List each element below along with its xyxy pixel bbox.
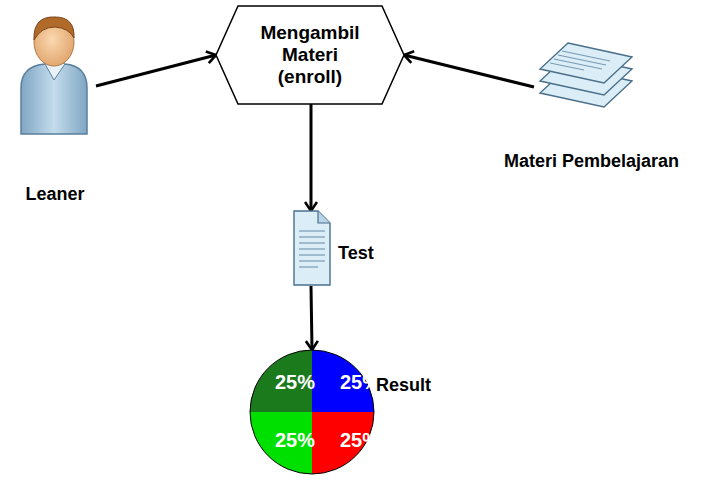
arrow-connector xyxy=(96,55,216,86)
actor-node: Leaner xyxy=(10,8,100,208)
person-icon xyxy=(15,8,95,138)
actor-label: Leaner xyxy=(10,184,100,205)
percent-label: 25% xyxy=(265,371,325,394)
arrow-connector xyxy=(404,55,534,87)
test-node: Test xyxy=(280,205,390,295)
document-icon xyxy=(290,205,340,295)
arrow-connector xyxy=(311,286,312,350)
arrow-connector xyxy=(310,104,313,211)
process-hexagon: Mengambil Materi (enroll) xyxy=(215,5,405,105)
result-label: Result xyxy=(376,375,448,396)
material-node: Materi Pembelajaran xyxy=(470,25,713,175)
test-label: Test xyxy=(338,243,390,264)
result-pie: 25%25%25%25%Result xyxy=(240,345,450,480)
percent-label: 25% xyxy=(330,429,390,452)
material-label: Materi Pembelajaran xyxy=(470,151,713,172)
pie-chart xyxy=(240,345,390,480)
process-label: Mengambil Materi (enroll) xyxy=(253,22,367,88)
percent-label: 25% xyxy=(265,429,325,452)
documents-icon xyxy=(532,25,642,120)
